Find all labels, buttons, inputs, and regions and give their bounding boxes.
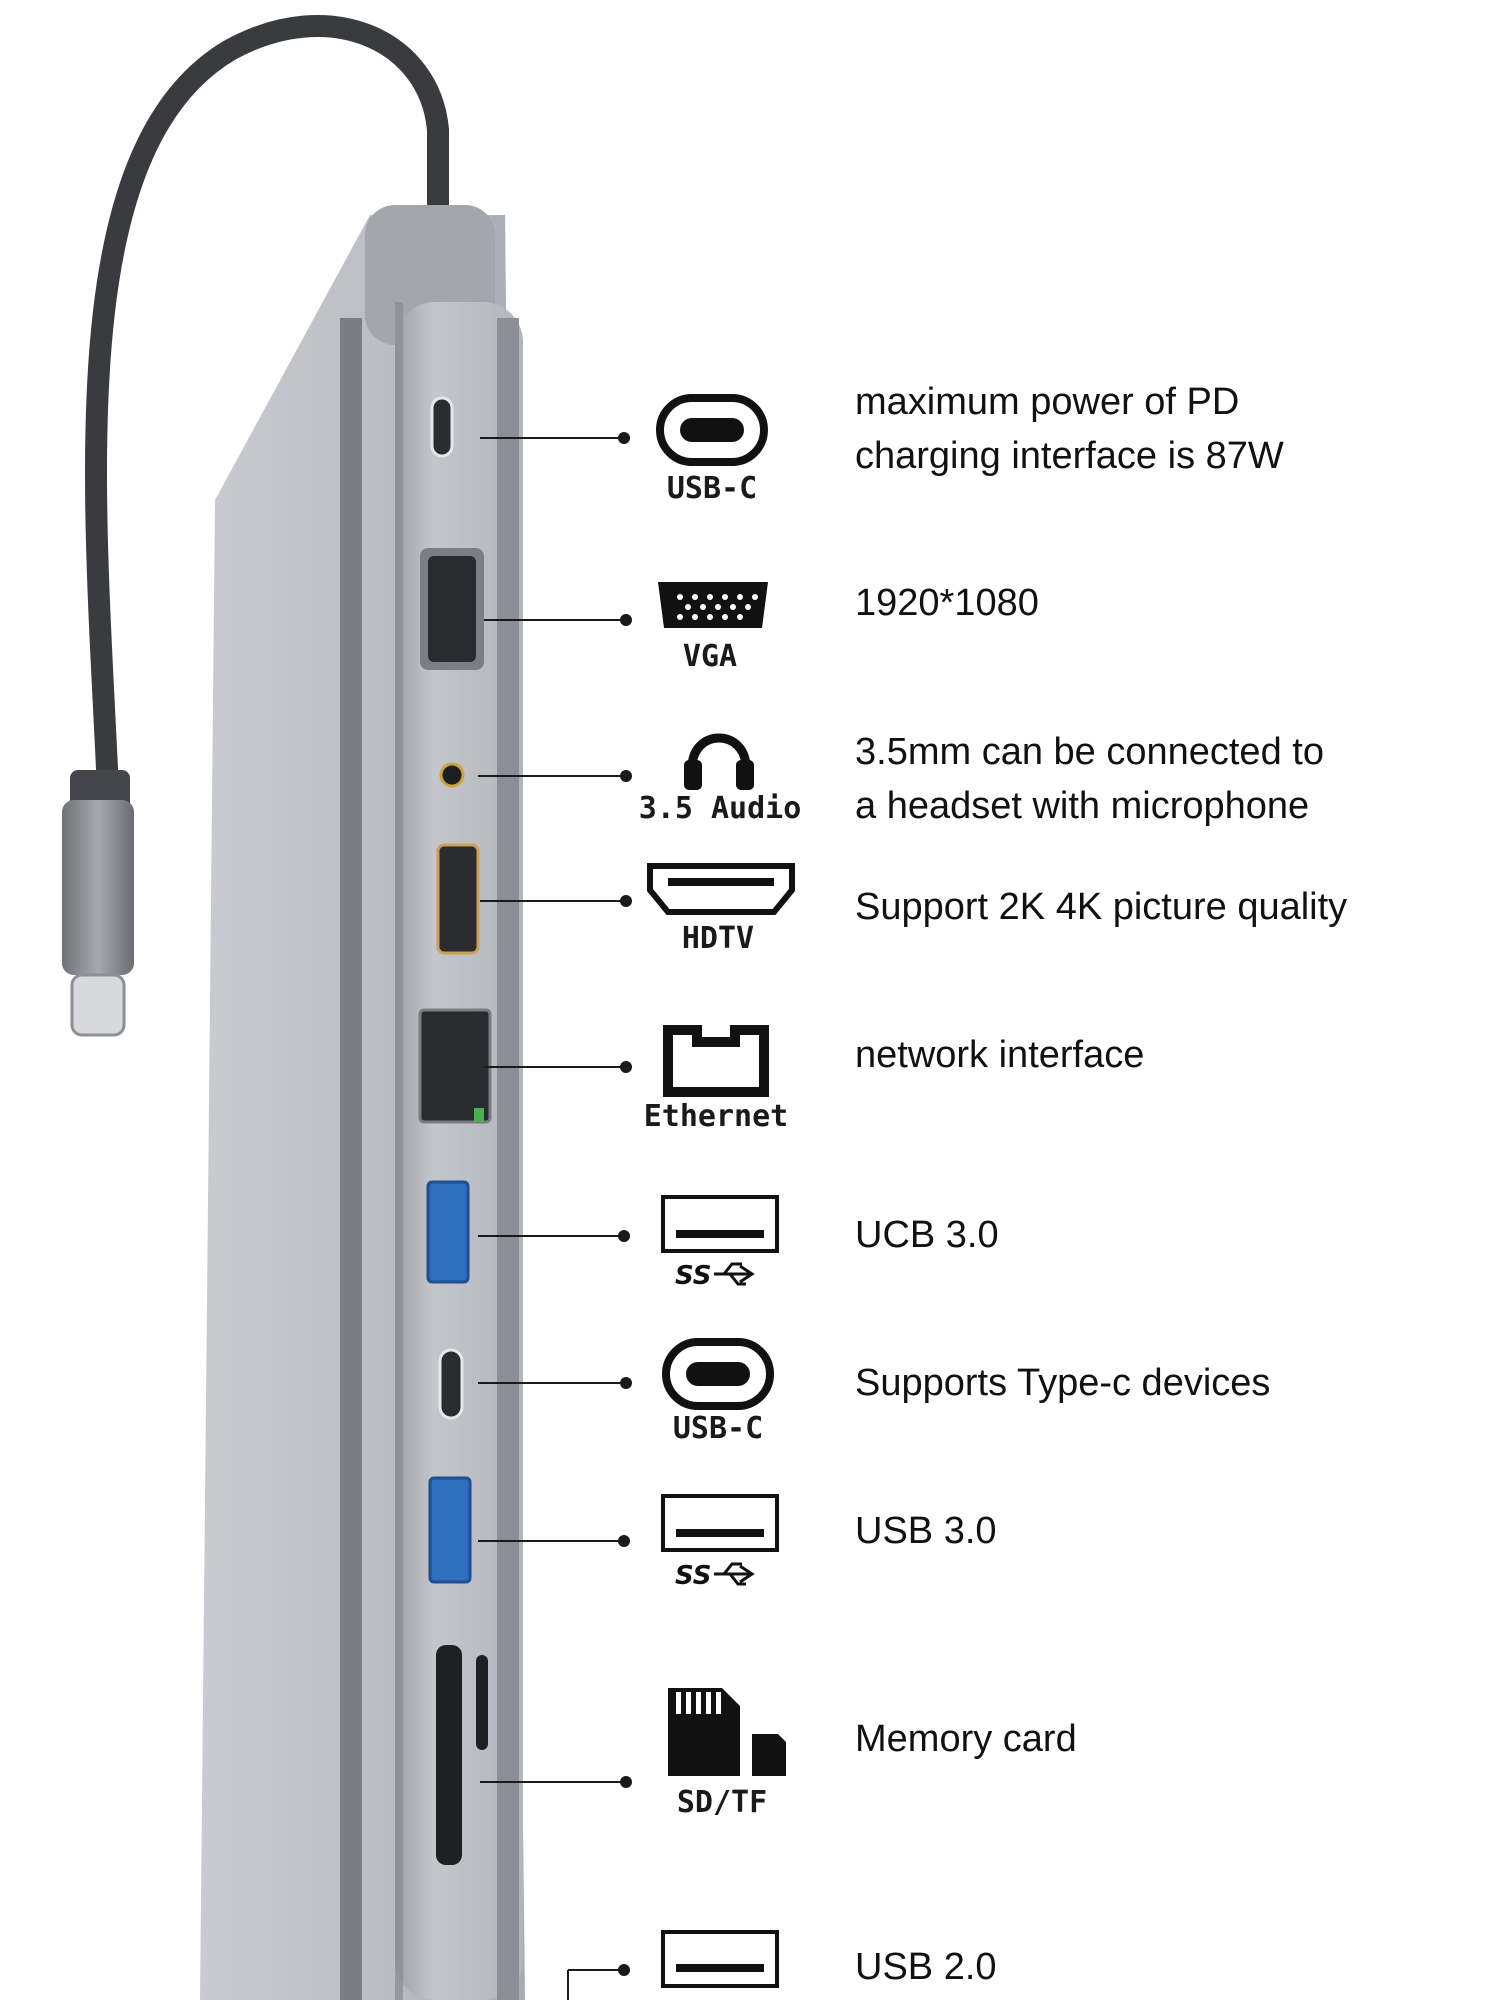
hdmi-icon: HDTV bbox=[647, 863, 795, 956]
port-description: 3.5mm can be connected to a headset with… bbox=[855, 731, 1324, 827]
icon-label: SS bbox=[675, 1261, 712, 1291]
port-description: network interface bbox=[855, 1034, 1145, 1076]
port-description: Memory card bbox=[855, 1718, 1077, 1760]
icon-label: 3.5 Audio bbox=[639, 791, 802, 826]
port-description: Support 2K 4K picture quality bbox=[855, 886, 1348, 928]
port-description: USB 2.0 bbox=[855, 1946, 997, 1988]
usb-c-plug bbox=[62, 770, 134, 1037]
port-description: USB 3.0 bbox=[855, 1510, 997, 1552]
icon-label: SD/TF bbox=[677, 1785, 767, 1820]
icon-label: VGA bbox=[683, 639, 737, 674]
usb-a-icon bbox=[661, 1930, 779, 1988]
port-sd-slot bbox=[436, 1645, 462, 1865]
port-usb3-a-2 bbox=[428, 1476, 472, 1584]
port-usb-c-middle bbox=[438, 1348, 464, 1420]
port-description: 1920*1080 bbox=[855, 582, 1039, 624]
port-hdmi bbox=[436, 843, 480, 955]
port-usb-c-top bbox=[430, 396, 454, 458]
port-tf-slot bbox=[476, 1655, 488, 1750]
port-description: Supports Type-c devices bbox=[855, 1362, 1271, 1404]
ethernet-icon: Ethernet bbox=[644, 1025, 789, 1134]
icon-label: Ethernet bbox=[644, 1099, 789, 1134]
leader-lines bbox=[478, 432, 632, 2000]
usb-a-icon: SS bbox=[661, 1195, 779, 1291]
port-vga bbox=[420, 548, 484, 670]
icon-label: HDTV bbox=[682, 921, 754, 956]
vga-icon: VGA bbox=[658, 582, 768, 674]
icon-label: USB-C bbox=[673, 1411, 763, 1446]
icon-label: SS bbox=[675, 1561, 712, 1591]
usb-c-icon: USB-C bbox=[662, 1338, 774, 1446]
cable bbox=[85, 15, 449, 801]
port-usb3-a-1 bbox=[426, 1180, 470, 1284]
usb-a-icon: SS bbox=[661, 1494, 779, 1591]
port-audio-jack bbox=[439, 762, 465, 788]
icon-label: USB-C bbox=[667, 471, 757, 506]
headphones-icon: 3.5 Audio bbox=[639, 733, 802, 826]
port-description: UCB 3.0 bbox=[855, 1214, 999, 1256]
port-ethernet bbox=[418, 1008, 492, 1124]
usb-c-icon: USB-C bbox=[656, 394, 768, 506]
port-description: maximum power of PD charging interface i… bbox=[855, 381, 1284, 477]
sd-card-icon: SD/TF bbox=[668, 1688, 786, 1820]
